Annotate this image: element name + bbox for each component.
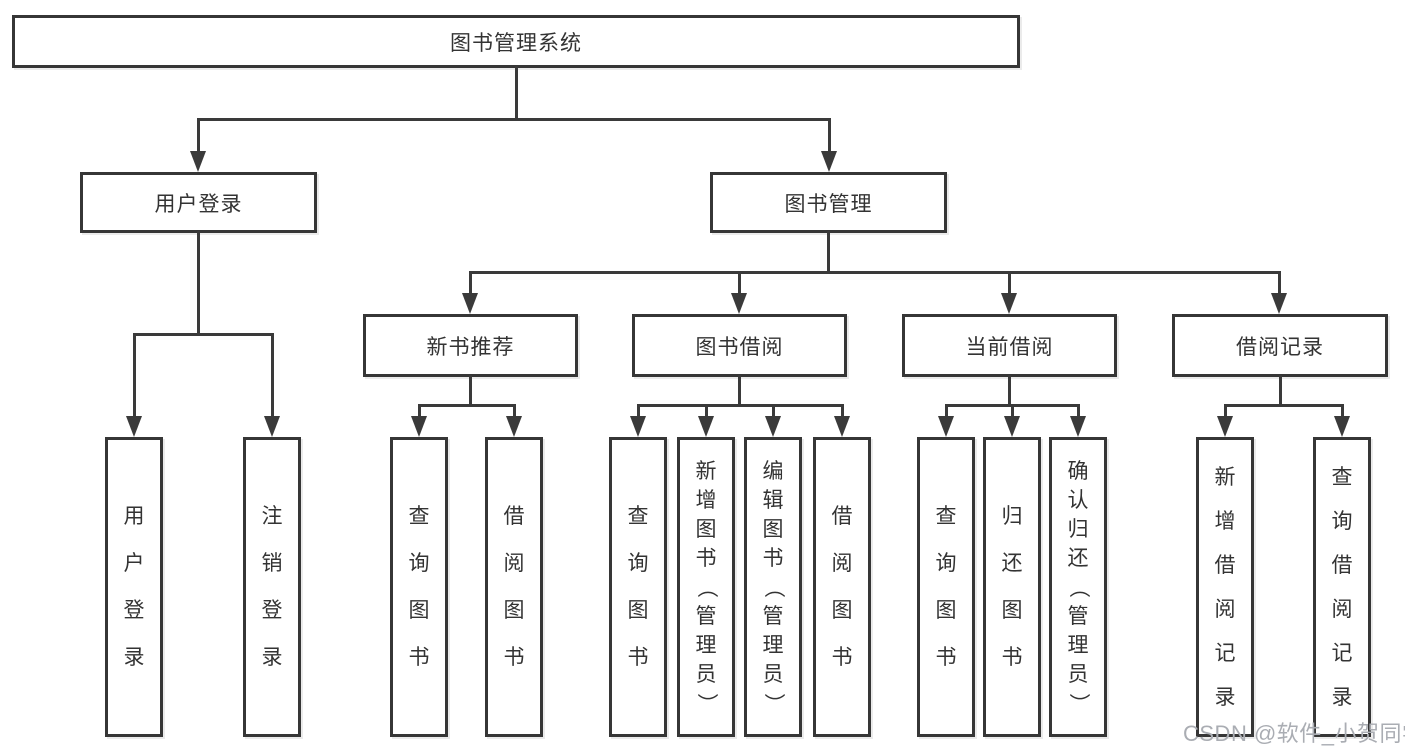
- leaf-borrow-books-recommend: 借阅图书: [485, 437, 543, 737]
- connector-line: [1279, 375, 1282, 407]
- connector-line: [772, 404, 775, 417]
- leaf-query-borrow-record-label: 查询借阅记录: [1331, 465, 1353, 709]
- leaf-query-books-borrowing: 查询图书: [609, 437, 667, 737]
- connector-line: [841, 404, 844, 417]
- connector-line: [469, 375, 472, 407]
- connector-line: [1278, 271, 1281, 294]
- leaf-user-login-label: 用户登录: [123, 505, 145, 669]
- node-user-login-label: 用户登录: [154, 192, 243, 216]
- arrowhead-icon: [506, 416, 522, 437]
- connector-line: [1224, 404, 1343, 407]
- leaf-return-books: 归还图书: [983, 437, 1041, 737]
- leaf-add-books-admin-label: 新增图书（管理员）: [694, 459, 718, 714]
- arrowhead-icon: [1217, 416, 1233, 437]
- node-book-borrowing-label: 图书借阅: [695, 335, 784, 359]
- connector-line: [197, 231, 200, 336]
- node-new-book-recommend: 新书推荐: [363, 314, 578, 377]
- csdn-watermark: CSDN @软件_小贺同学: [1183, 721, 1405, 746]
- leaf-query-books-current: 查询图书: [917, 437, 975, 737]
- connector-line: [705, 404, 708, 417]
- arrowhead-icon: [411, 416, 427, 437]
- connector-line: [1011, 404, 1014, 417]
- connector-line: [637, 404, 844, 407]
- connector-line: [1077, 404, 1080, 417]
- leaf-query-borrow-record: 查询借阅记录: [1313, 437, 1371, 737]
- arrowhead-icon: [938, 416, 954, 437]
- connector-line: [1008, 375, 1011, 407]
- leaf-query-books-current-label: 查询图书: [935, 505, 957, 669]
- connector-line: [197, 118, 831, 121]
- arrowhead-icon: [264, 416, 280, 437]
- leaf-logout-label: 注销登录: [261, 505, 283, 669]
- connector-line: [197, 118, 200, 154]
- arrowhead-icon: [1070, 416, 1086, 437]
- connector-line: [738, 375, 741, 407]
- arrowhead-icon: [1334, 416, 1350, 437]
- leaf-query-books-borrowing-label: 查询图书: [627, 505, 649, 669]
- node-root-label: 图书管理系统: [450, 31, 582, 55]
- node-borrowing-records-label: 借阅记录: [1236, 335, 1324, 359]
- leaf-confirm-return-admin: 确认归还（管理员）: [1049, 437, 1107, 737]
- leaf-user-login: 用户登录: [105, 437, 163, 737]
- leaf-borrow-books-label: 借阅图书: [831, 505, 853, 669]
- node-book-management: 图书管理: [710, 172, 947, 233]
- leaf-edit-books-admin: 编辑图书（管理员）: [744, 437, 802, 737]
- leaf-return-books-label: 归还图书: [1001, 505, 1023, 669]
- connector-line: [1341, 404, 1344, 417]
- leaf-logout: 注销登录: [243, 437, 301, 737]
- arrowhead-icon: [731, 293, 747, 314]
- connector-line: [513, 404, 516, 417]
- leaf-query-books-recommend: 查询图书: [390, 437, 448, 737]
- connector-line: [828, 118, 831, 154]
- connector-line: [1008, 271, 1011, 294]
- leaf-borrow-books-recommend-label: 借阅图书: [503, 505, 525, 669]
- node-root: 图书管理系统: [12, 15, 1020, 68]
- arrowhead-icon: [1001, 293, 1017, 314]
- connector-line: [469, 271, 1281, 274]
- leaf-confirm-return-admin-label: 确认归还（管理员）: [1066, 459, 1090, 714]
- connector-line: [738, 271, 741, 294]
- leaf-borrow-books: 借阅图书: [813, 437, 871, 737]
- leaf-add-books-admin: 新增图书（管理员）: [677, 437, 735, 737]
- leaf-edit-books-admin-label: 编辑图书（管理员）: [761, 459, 785, 714]
- node-new-book-recommend-label: 新书推荐: [426, 335, 515, 359]
- arrowhead-icon: [834, 416, 850, 437]
- node-current-borrowing: 当前借阅: [902, 314, 1117, 377]
- arrowhead-icon: [126, 416, 142, 437]
- node-user-login: 用户登录: [80, 172, 317, 233]
- leaf-query-books-recommend-label: 查询图书: [408, 505, 430, 669]
- leaf-add-borrow-record-label: 新增借阅记录: [1214, 465, 1236, 709]
- node-borrowing-records: 借阅记录: [1172, 314, 1388, 377]
- arrowhead-icon: [765, 416, 781, 437]
- node-book-borrowing: 图书借阅: [632, 314, 847, 377]
- node-book-management-label: 图书管理: [784, 192, 873, 216]
- connector-line: [133, 333, 274, 336]
- connector-line: [271, 333, 274, 418]
- connector-line: [418, 404, 421, 417]
- connector-line: [133, 333, 136, 418]
- arrowhead-icon: [462, 293, 478, 314]
- arrowhead-icon: [698, 416, 714, 437]
- node-current-borrowing-label: 当前借阅: [965, 335, 1054, 359]
- arrowhead-icon: [630, 416, 646, 437]
- arrowhead-icon: [1004, 416, 1020, 437]
- connector-line: [515, 66, 518, 120]
- connector-line: [945, 404, 948, 417]
- arrowhead-icon: [1271, 293, 1287, 314]
- arrowhead-icon: [190, 151, 206, 172]
- leaf-add-borrow-record: 新增借阅记录: [1196, 437, 1254, 737]
- connector-line: [637, 404, 640, 417]
- connector-line: [1224, 404, 1227, 417]
- connector-line: [418, 404, 516, 407]
- connector-line: [827, 231, 830, 274]
- arrowhead-icon: [821, 151, 837, 172]
- connector-line: [469, 271, 472, 294]
